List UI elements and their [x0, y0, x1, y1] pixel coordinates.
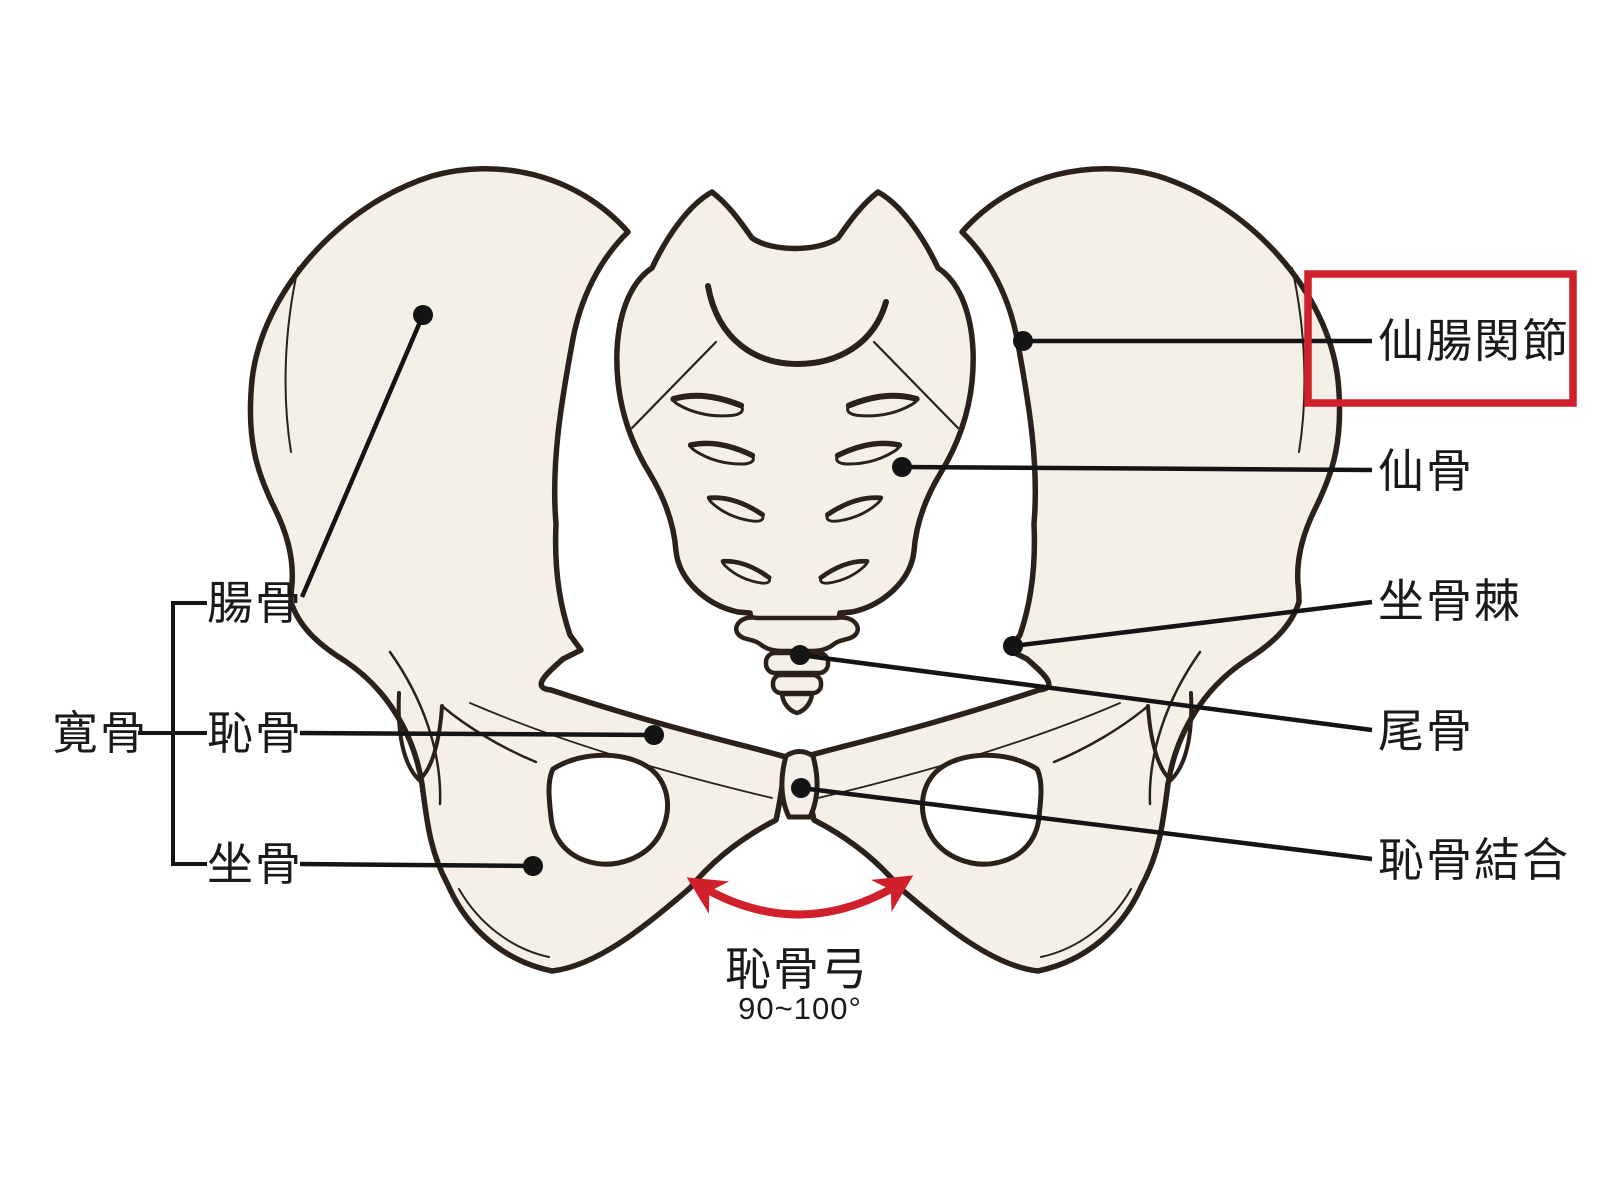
- leader-lines: [299, 314, 1373, 869]
- ischial-spine-dot: [1003, 636, 1023, 656]
- ischium-crease: [458, 888, 550, 958]
- label-ischial-spine: 坐骨棘: [1378, 575, 1522, 627]
- pubis-dot: [644, 725, 664, 745]
- label-coccyx: 尾骨: [1378, 705, 1474, 757]
- sacral-ala-crease: [630, 340, 718, 430]
- ischium-dot: [523, 856, 543, 876]
- hip-bone-bracket: [138, 601, 207, 866]
- label-pubic-arch-angle: 90~100°: [738, 991, 862, 1026]
- pectineal-line: [469, 702, 773, 799]
- iliac-fossa-crease: [284, 267, 299, 453]
- sacrum-dot: [892, 457, 912, 477]
- leader-dots: [413, 305, 1033, 876]
- sacral-ala-crease: [872, 340, 960, 430]
- coccyx-dot: [790, 645, 810, 665]
- label-ischium: 坐骨: [207, 838, 303, 890]
- obturator-foramen: [546, 752, 671, 867]
- label-hip-bone: 寛骨: [52, 707, 148, 759]
- ilium-dot: [413, 305, 433, 325]
- label-sacrum: 仙骨: [1378, 445, 1474, 497]
- label-ilium: 腸骨: [207, 577, 303, 629]
- pubic-symphysis-dot: [791, 778, 811, 798]
- highlight-box: [1304, 270, 1577, 407]
- pelvis-bones: [247, 169, 1339, 974]
- sacrum-shape: [614, 189, 976, 640]
- labels: 寛骨 腸骨 恥骨 坐骨 仙腸関節 仙骨 坐骨棘 尾骨 恥骨結合 恥骨弓 90~1…: [52, 315, 1570, 1026]
- sacral-base-arc: [705, 283, 889, 367]
- sacroiliac-joint-dot: [1013, 331, 1033, 351]
- label-sacroiliac-joint: 仙腸関節: [1378, 315, 1570, 367]
- acetabulum-rim-line: [388, 650, 442, 806]
- label-pubic-arch: 恥骨弓: [725, 943, 869, 995]
- pubic-arch-arrow: [686, 875, 914, 919]
- obturator-groove-line: [440, 704, 538, 764]
- label-pubic-symphysis: 恥骨結合: [1378, 834, 1570, 886]
- label-pubis: 恥骨: [207, 707, 303, 759]
- coccyx-shape: [734, 615, 860, 716]
